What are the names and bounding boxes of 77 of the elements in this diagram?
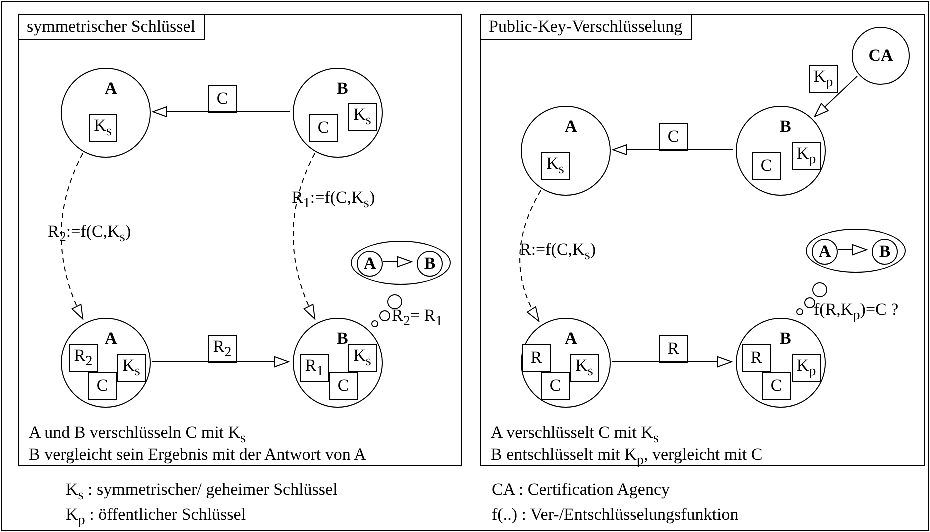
party-name: B — [780, 117, 792, 137]
term-box: K$_{p}$ — [792, 142, 821, 170]
arrow — [152, 356, 290, 368]
term-box: C — [752, 152, 781, 180]
edge-label: R:=f(C,K$_{s}$) — [520, 240, 596, 264]
term-box: R$_{1}$ — [300, 354, 329, 382]
term-box: C — [329, 372, 358, 400]
party-name: B — [780, 329, 792, 349]
term-box: C — [208, 85, 237, 113]
party-name: A — [818, 241, 832, 263]
party-name: A — [105, 329, 118, 349]
party-circle — [852, 27, 910, 85]
caption-text: B entschlüsselt mit K$_{p}$, vergleicht mit C — [491, 445, 763, 470]
dashed-arrow — [293, 153, 316, 320]
formula-text: f(R,K$_{p}$)=C ? — [814, 300, 899, 324]
term-box: C — [88, 372, 117, 400]
party-name: A — [565, 329, 578, 349]
term-box: R — [742, 344, 771, 372]
party-name: B — [337, 79, 348, 99]
party-circle — [872, 239, 898, 265]
party-circle — [357, 251, 383, 277]
party-circle — [61, 318, 151, 408]
party-circle — [521, 318, 611, 408]
party-name: A — [362, 253, 378, 275]
term-box: K$_{s}$ — [570, 354, 599, 382]
dashed-arrow — [520, 190, 542, 322]
term-box: C — [309, 114, 338, 142]
party-name: B — [423, 253, 437, 275]
term-box: R — [659, 335, 688, 363]
party-circle — [521, 106, 611, 196]
party-circle — [812, 239, 838, 265]
term-box: R$_{2}$ — [208, 335, 237, 363]
key-definition: CA : Certification Agency — [492, 480, 670, 500]
key-definition: K$_{p}$ : öffentlicher Schlüssel — [66, 505, 246, 530]
party-name: A — [565, 117, 578, 137]
key-definition: f(..) : Ver-/Entschlüsselungsfunktion — [492, 505, 739, 525]
arrow — [814, 76, 858, 118]
party-name: CA — [868, 45, 894, 67]
arrow — [838, 244, 868, 256]
panel-frame — [18, 14, 462, 466]
party-name: B — [878, 241, 892, 263]
term-box: R$_{2}$ — [69, 344, 98, 372]
party-circle — [736, 106, 826, 196]
term-box: C — [659, 123, 688, 151]
term-box: K$_{s}$ — [89, 114, 117, 142]
party-name: A — [105, 79, 118, 99]
party-circle — [736, 318, 826, 408]
edge-label: R$_{1}$:=f(C,K$_{s}$) — [292, 188, 376, 212]
term-box: K$_{p}$ — [809, 65, 838, 93]
panel-title: symmetrischer Schlüssel — [18, 14, 205, 40]
caption-text: A und B verschlüsseln C mit K$_{s}$ — [29, 423, 246, 448]
party-name: B — [337, 329, 348, 349]
formula-text: R$_{2}$= R$_{1}$ — [392, 306, 443, 330]
term-box: K$_{p}$ — [792, 354, 821, 382]
thought-ellipse — [351, 241, 451, 285]
arrow — [612, 356, 732, 368]
term-box: C — [762, 372, 791, 400]
panel-frame — [480, 14, 925, 466]
key-definition: K$_{s}$ : symmetrischer/ geheimer Schlüssel — [66, 480, 338, 504]
arrow — [152, 106, 290, 118]
party-circle — [61, 68, 151, 158]
party-circle — [293, 318, 383, 408]
term-box: C — [541, 372, 570, 400]
party-circle — [293, 68, 383, 158]
arrow — [612, 144, 734, 156]
term-box: K$_{s}$ — [541, 152, 570, 180]
term-box: K$_{s}$ — [117, 354, 146, 382]
caption-text: A verschlüsselt C mit K$_{s}$ — [491, 423, 659, 448]
panel-title: Public-Key-Verschlüsselung — [480, 14, 692, 40]
caption-text: B vergleicht sein Ergebnis mit der Antwort von A — [29, 445, 366, 465]
dashed-arrow — [61, 153, 84, 320]
term-box: R — [522, 344, 551, 372]
term-box: K$_{s}$ — [348, 344, 377, 372]
party-circle — [417, 251, 443, 277]
arrow — [382, 256, 412, 268]
term-box: K$_{s}$ — [348, 103, 377, 131]
thought-ellipse — [806, 229, 906, 273]
